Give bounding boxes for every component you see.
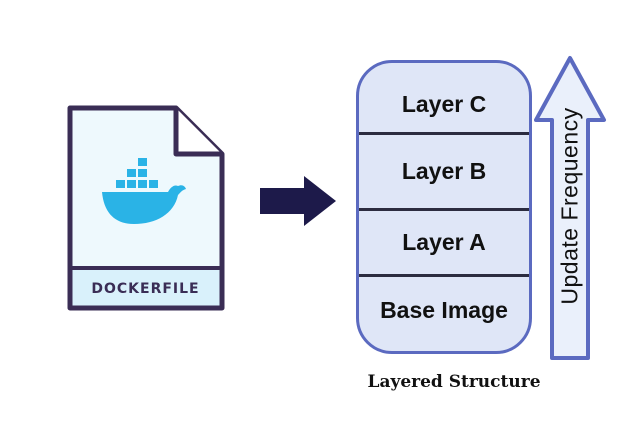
layer-b: Layer B [359,135,529,211]
layer-c: Layer C [359,63,529,135]
up-arrow-icon [534,56,606,360]
base-image-layer: Base Image [380,296,508,323]
dockerfile-document-icon [67,105,225,311]
update-frequency-label: Update Frequency [556,107,583,305]
diagram-caption: Layered Structure [367,372,541,392]
layer-stack: Layer C Layer B Layer A Base Image [356,60,532,354]
right-arrow-icon [260,176,336,226]
dockerfile-label: DOCKERFILE [91,281,200,297]
docker-whale-icon [102,158,186,224]
layer-a: Layer A [359,211,529,277]
